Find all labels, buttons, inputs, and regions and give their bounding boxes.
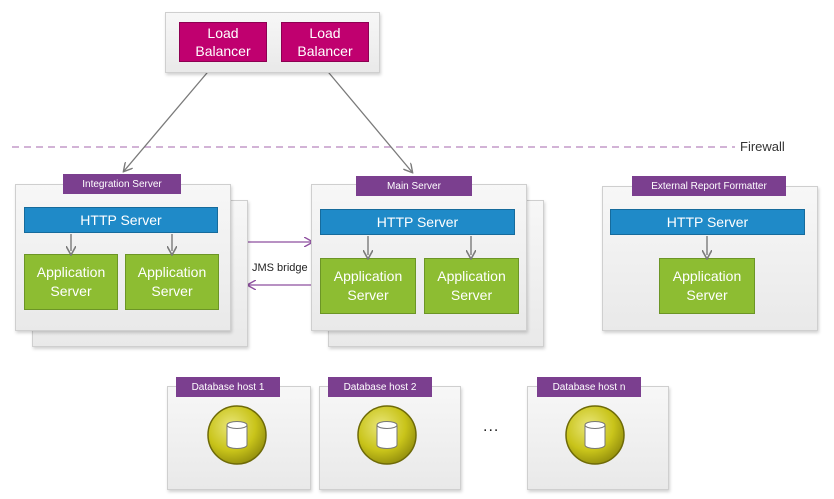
load-balancer-2-label: Load Balancer xyxy=(297,25,353,59)
main-app-server-2-label: Application Server xyxy=(437,268,506,303)
lb1-to-integration-arrow xyxy=(124,66,213,171)
firewall-label: Firewall xyxy=(740,139,785,154)
lb2-to-main-arrow xyxy=(323,66,412,172)
external-report-tag: External Report Formatter xyxy=(632,176,786,196)
database-host-1-tag: Database host 1 xyxy=(176,377,280,397)
database-host-2-tag: Database host 2 xyxy=(328,377,432,397)
database-n-icon xyxy=(565,405,625,465)
load-balancer-2[interactable]: Load Balancer xyxy=(281,22,369,62)
integration-server-tag: Integration Server xyxy=(63,174,181,194)
integration-app-server-1[interactable]: Application Server xyxy=(24,254,118,310)
database-host-n-tag: Database host n xyxy=(537,377,641,397)
database-1-icon xyxy=(207,405,267,465)
main-app-server-1[interactable]: Application Server xyxy=(320,258,416,314)
external-app-server[interactable]: Application Server xyxy=(659,258,755,314)
main-app-server-2[interactable]: Application Server xyxy=(424,258,519,314)
main-app-server-1-label: Application Server xyxy=(333,268,403,303)
jms-bridge-label: JMS bridge xyxy=(252,262,308,274)
load-balancer-1[interactable]: Load Balancer xyxy=(179,22,267,62)
external-http-server[interactable]: HTTP Server xyxy=(610,209,805,235)
integration-http-server[interactable]: HTTP Server xyxy=(24,207,218,233)
load-balancer-1-label: Load Balancer xyxy=(195,25,251,59)
integration-app-server-2[interactable]: Application Server xyxy=(125,254,219,310)
external-app-server-label: Application Server xyxy=(672,268,742,303)
main-http-server[interactable]: HTTP Server xyxy=(320,209,515,235)
main-server-tag: Main Server xyxy=(356,176,472,196)
database-2-icon xyxy=(357,405,417,465)
integration-app-server-2-label: Application Server xyxy=(137,264,207,299)
ellipsis: ... xyxy=(483,418,500,435)
integration-app-server-1-label: Application Server xyxy=(36,264,106,299)
